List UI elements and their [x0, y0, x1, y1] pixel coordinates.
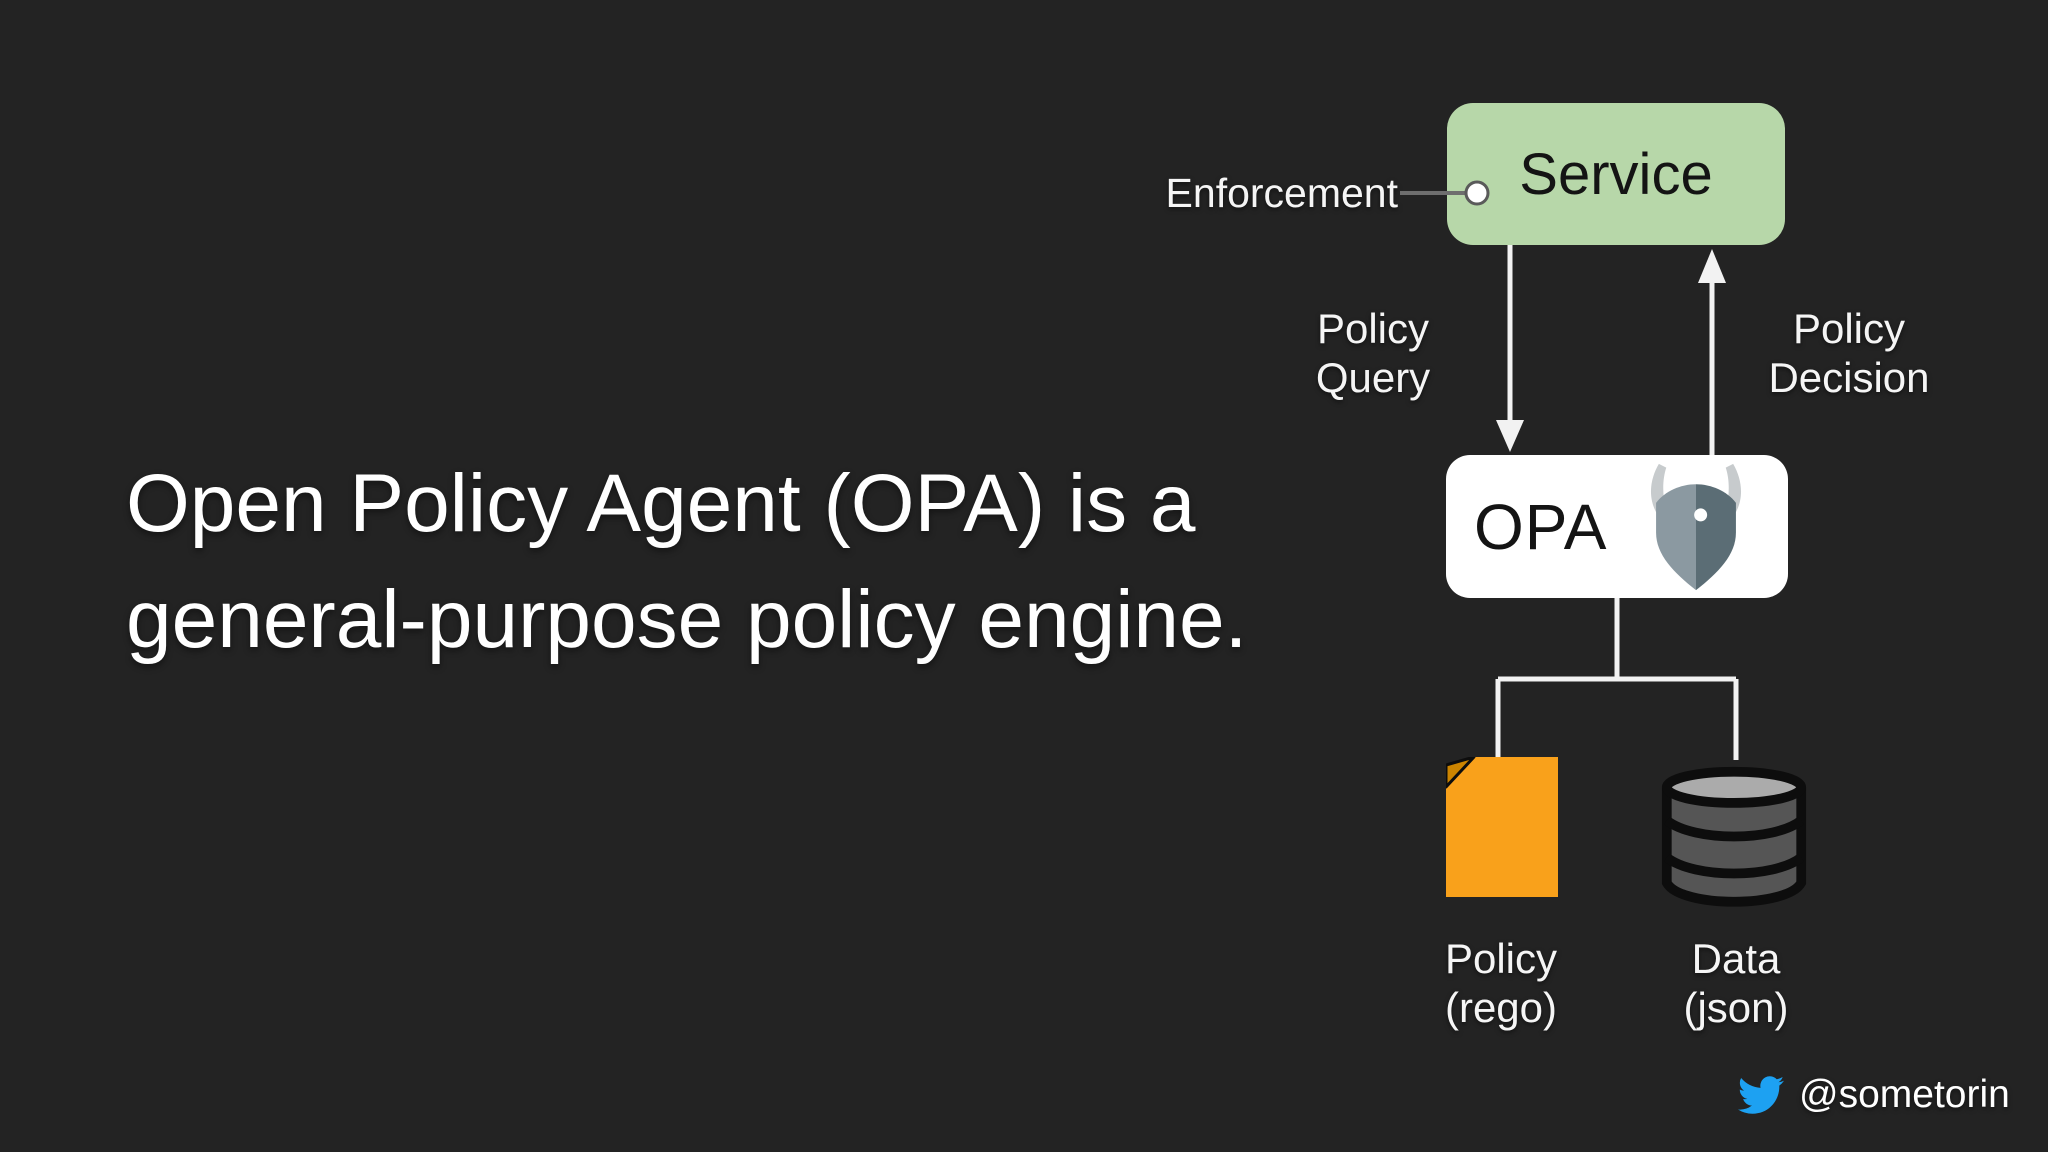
- policy-decision-arrowhead-icon: [1698, 249, 1726, 283]
- policy-decision-line-1: Policy: [1792, 305, 1906, 352]
- opa-node: OPA: [1446, 455, 1788, 598]
- policy-document-icon: [1444, 755, 1558, 897]
- opa-logo-dot: [1694, 507, 1708, 521]
- policy-query-label: Policy Query: [1273, 304, 1473, 402]
- policy-file-line-2: (rego): [1444, 984, 1558, 1031]
- data-database-icon: [1659, 758, 1809, 914]
- sources-tree-connector: [1495, 598, 1739, 760]
- enforcement-label-text: Enforcement: [1165, 170, 1398, 216]
- service-node: Service: [1447, 103, 1785, 245]
- policy-decision-line-2: Decision: [1768, 354, 1930, 401]
- policy-file-line-1: Policy: [1444, 935, 1558, 982]
- data-file-line-1: Data: [1691, 935, 1781, 982]
- policy-query-arrowhead-icon: [1496, 420, 1524, 452]
- policy-file-label: Policy (rego): [1401, 934, 1601, 1032]
- service-node-label: Service: [1519, 141, 1713, 207]
- twitter-handle: @sometorin: [1799, 1073, 2010, 1116]
- headline-line-1: Open Policy Agent (OPA) is a: [126, 458, 1196, 549]
- data-file-label: Data (json): [1636, 934, 1836, 1032]
- headline: Open Policy Agent (OPA) is a general-pur…: [126, 446, 1386, 678]
- document-fold-corner: [1444, 755, 1476, 789]
- policy-query-line-2: Query: [1315, 354, 1431, 401]
- opa-node-label: OPA: [1474, 490, 1608, 563]
- enforcement-label: Enforcement: [1098, 171, 1398, 215]
- data-file-line-2: (json): [1683, 984, 1789, 1031]
- headline-line-2: general-purpose policy engine.: [126, 574, 1248, 665]
- policy-decision-label: Policy Decision: [1749, 304, 1949, 402]
- policy-query-line-1: Policy: [1316, 305, 1430, 352]
- opa-helmet-logo-icon: [1651, 463, 1742, 590]
- twitter-attribution: @sometorin: [1733, 1072, 2010, 1118]
- twitter-bird-icon: [1738, 1076, 1784, 1114]
